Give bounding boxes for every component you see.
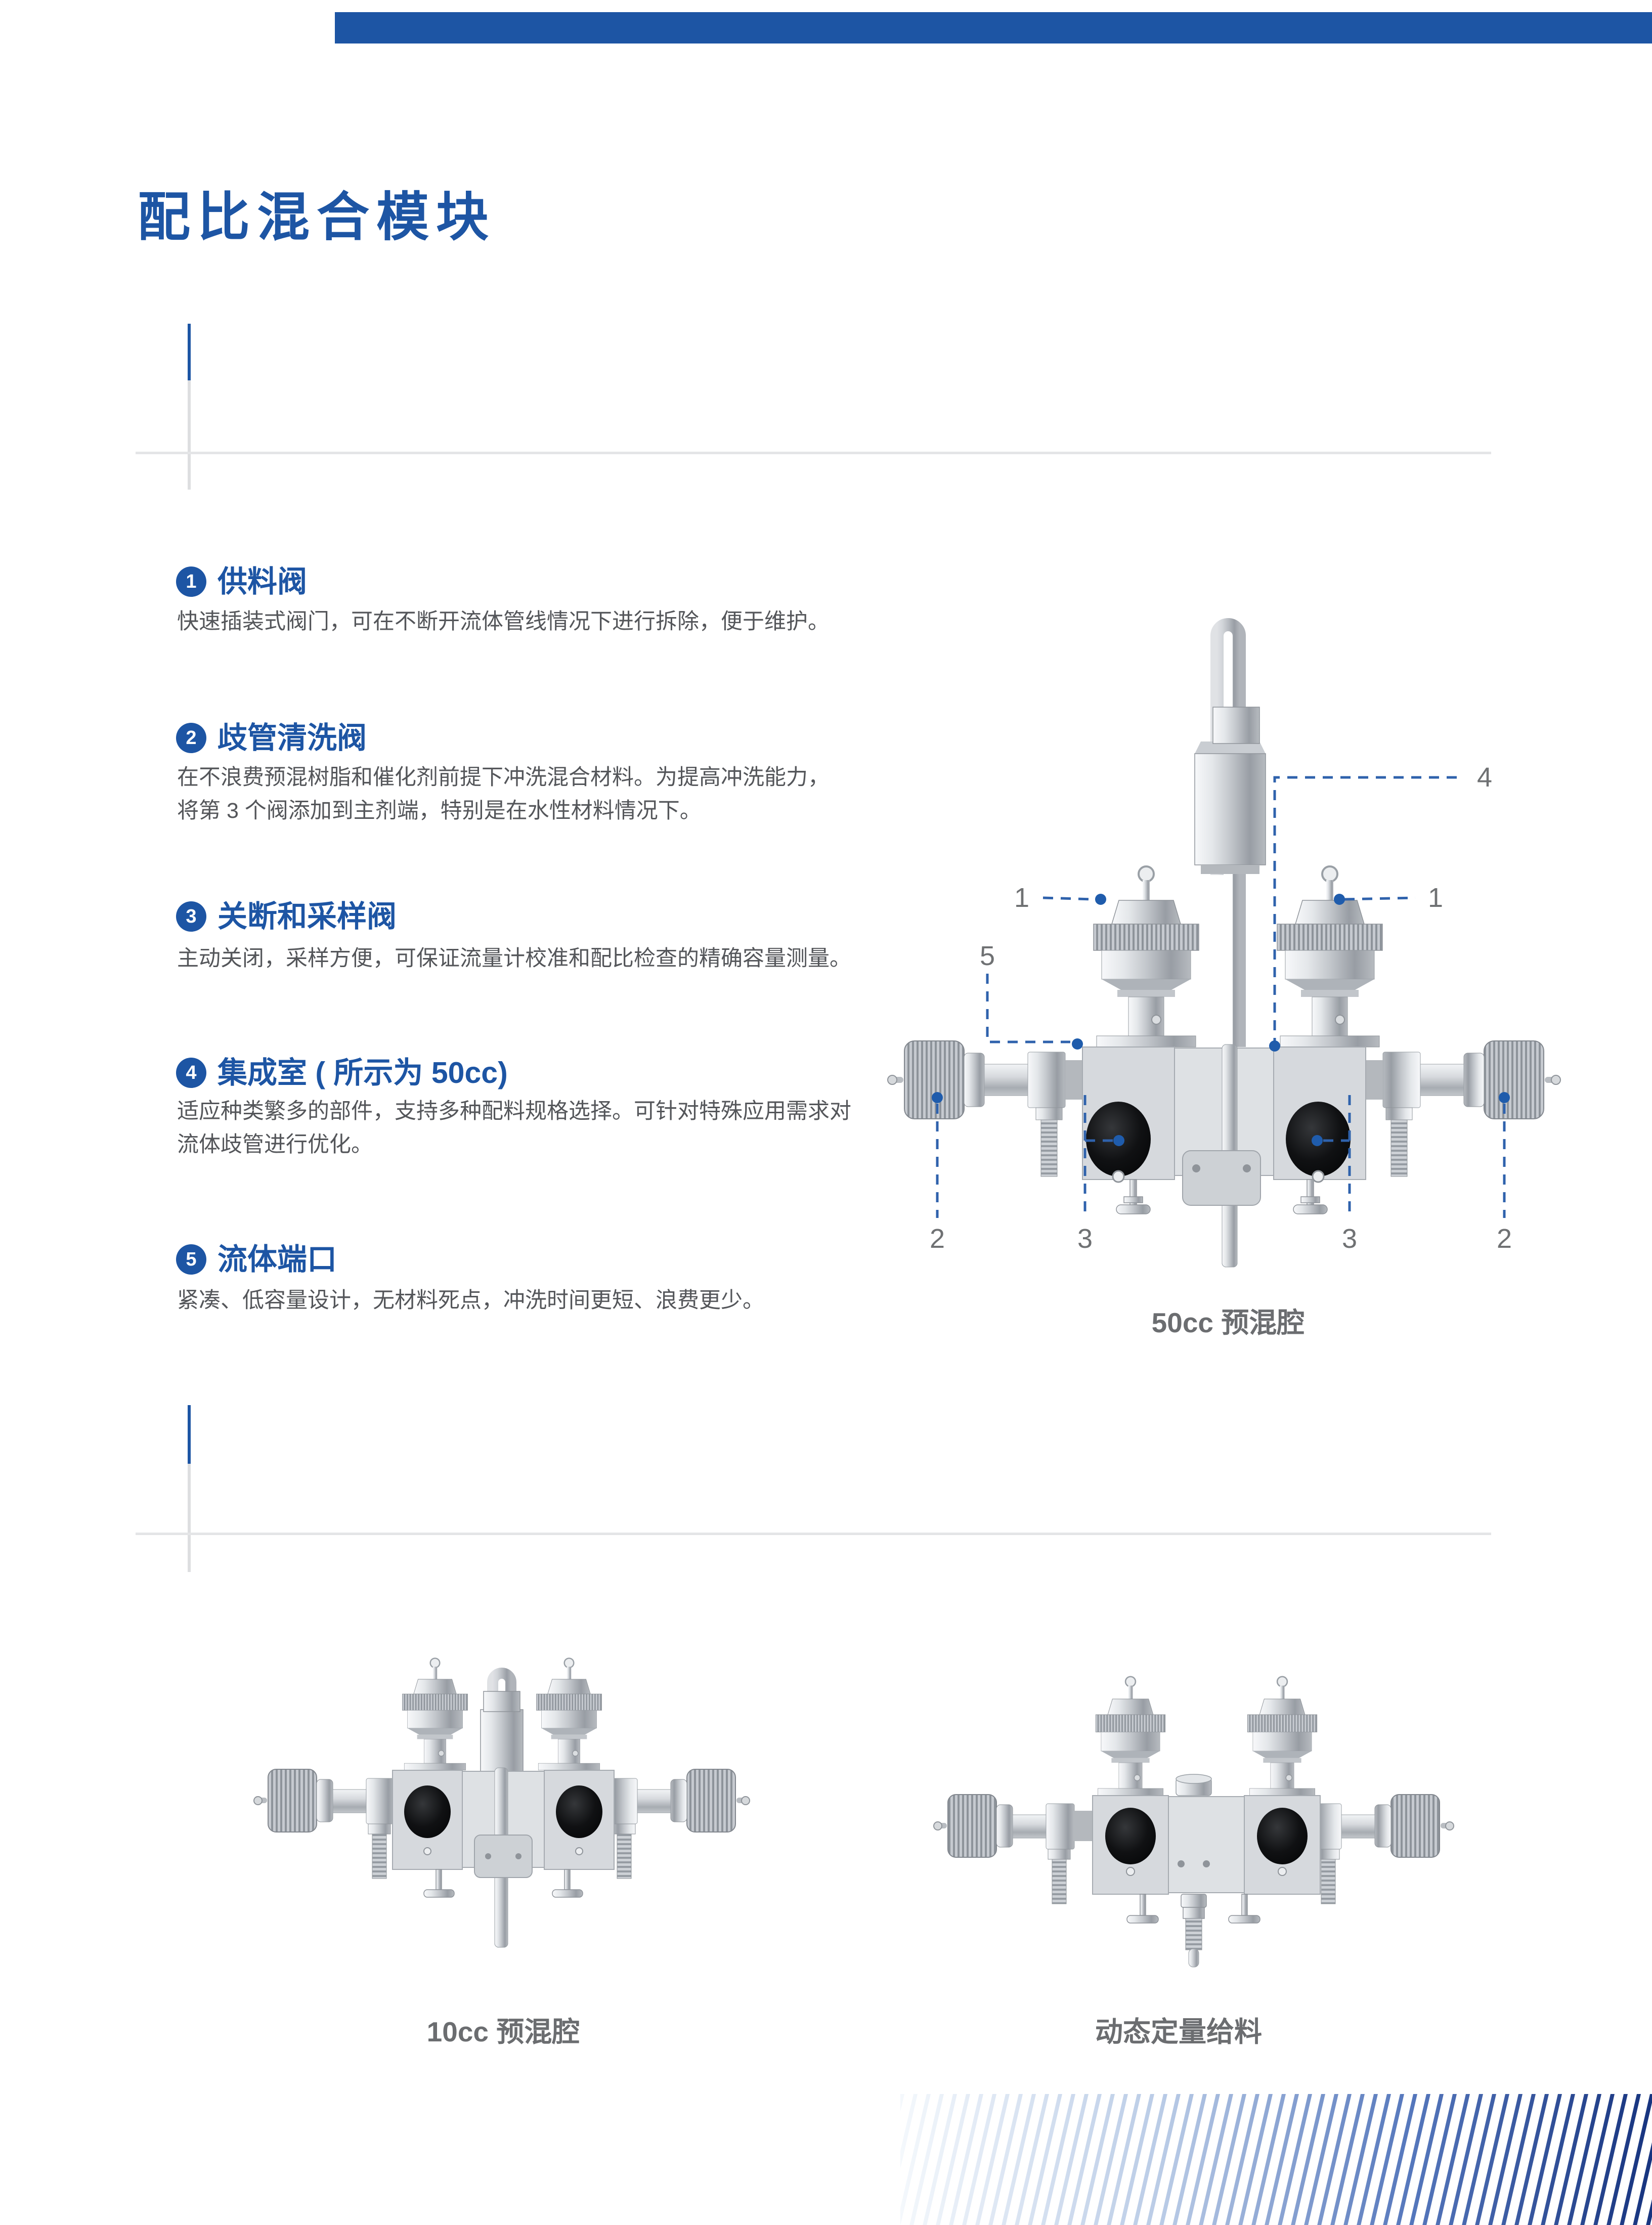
supply-valve-right	[1276, 865, 1383, 1048]
divider-line-2	[136, 1533, 1491, 1535]
section-2-body: 在不浪费预混树脂和催化剂前提下冲洗混合材料。为提高冲洗能力， 将第 3 个阀添加…	[177, 765, 830, 823]
diagonal-stripes-decoration	[900, 2094, 1652, 2225]
figure-10cc-premix-chamber	[253, 1657, 750, 1948]
sampling-valves	[423, 1869, 583, 1898]
section-4-body: 适应种类繁多的部件，支持多种配料规格选择。可针对特殊应用需求对 流体歧管进行优化…	[177, 1099, 851, 1157]
callout-lines	[936, 776, 1506, 1218]
divider-tick-blue-2	[188, 1405, 191, 1464]
top-accent-bar	[335, 12, 1652, 43]
flush-valve-arm-left	[253, 1769, 395, 1879]
outlet-fitting	[1181, 1894, 1207, 1968]
callout-2-right: 2	[1496, 1224, 1512, 1254]
sampling-valves	[1116, 1179, 1328, 1214]
section-3-heading: 关断和采样阀	[218, 900, 397, 933]
supply-valve-right	[536, 1657, 602, 1771]
sampling-valves	[1126, 1894, 1260, 1924]
section-4-heading: 集成室 ( 所示为 50cc)	[218, 1056, 508, 1089]
manifold-block	[1092, 1774, 1321, 1895]
caption-dynamic-dosing: 动态定量给料	[1095, 2016, 1262, 2047]
section-2-heading: 歧管清洗阀	[218, 721, 367, 755]
figure-dynamic-dosing	[933, 1676, 1454, 1968]
flush-valve-arm-left	[887, 1040, 1084, 1177]
callout-5: 5	[979, 941, 995, 971]
section-1-body: 快速插装式阀门，可在不断开流体管线情况下进行拆除，便于维护。	[177, 609, 830, 634]
divider-tick-gray	[188, 380, 191, 490]
supply-valve-right	[1247, 1676, 1318, 1797]
flush-valve-arm-right	[608, 1769, 750, 1879]
flush-valve-arm-right	[1364, 1040, 1561, 1177]
section-1-badge: 1	[176, 566, 206, 597]
manifold-block	[392, 1767, 615, 1948]
supply-valve-left	[1095, 1676, 1166, 1797]
manifold-block	[1082, 1044, 1366, 1268]
divider-tick-gray-2	[188, 1464, 191, 1572]
section-5-body: 紧凑、低容量设计，无材料死点，冲洗时间更短、浪费更少。	[177, 1288, 764, 1313]
callout-dots	[932, 894, 1510, 1146]
callout-4: 4	[1476, 762, 1493, 793]
section-5-heading: 流体端口	[218, 1243, 337, 1276]
section-3-badge: 3	[176, 901, 206, 932]
caption-50cc: 50cc 预混腔	[1151, 1307, 1305, 1338]
caption-10cc: 10cc 预混腔	[426, 2016, 580, 2047]
section-5-badge: 5	[176, 1244, 206, 1275]
callout-3-right: 3	[1341, 1224, 1358, 1254]
divider-tick-blue	[188, 324, 191, 380]
callout-1-right: 1	[1427, 883, 1444, 913]
flush-valve-arm-left	[933, 1794, 1094, 1904]
section-2-badge: 2	[176, 723, 206, 753]
supply-valve-left	[1093, 865, 1200, 1048]
callout-3-left: 3	[1077, 1224, 1093, 1254]
figure-50cc-premix-chamber	[887, 618, 1561, 1268]
section-4-badge: 4	[176, 1058, 206, 1088]
callout-1-left: 1	[1014, 883, 1030, 913]
section-1-heading: 供料阀	[218, 565, 308, 598]
page-title: 配比混合模块	[138, 188, 496, 247]
callout-2-left: 2	[929, 1224, 945, 1254]
section-3-body: 主动关闭，采样方便，可保证流量计校准和配比检查的精确容量测量。	[177, 946, 851, 971]
divider-line	[136, 452, 1491, 454]
supply-valve-left	[402, 1657, 468, 1771]
